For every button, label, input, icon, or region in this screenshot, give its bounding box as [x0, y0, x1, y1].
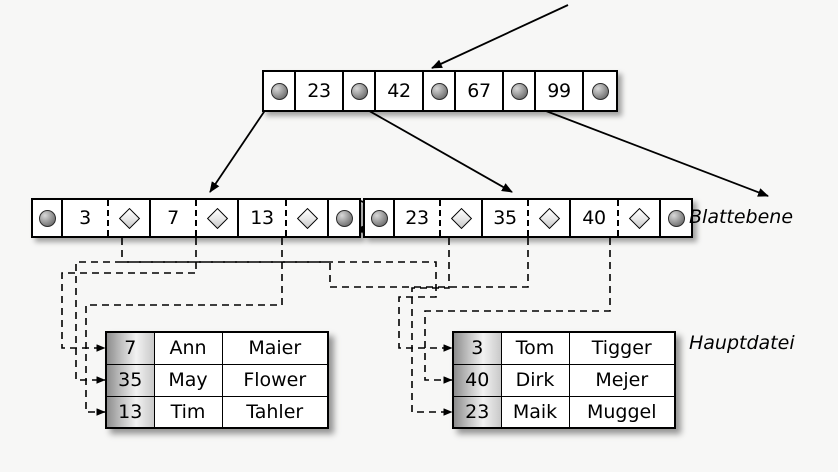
record-pointer-icon [118, 207, 140, 229]
leafL-record-pointer-0[interactable] [109, 200, 151, 236]
pointer-icon [270, 82, 288, 100]
row-last: Tigger [568, 331, 676, 365]
leafL-record-pointer-1[interactable] [197, 200, 239, 236]
row-last: Flower [221, 363, 329, 397]
row-first: Maik [500, 395, 570, 429]
row-first: Ann [153, 331, 223, 365]
caption-hauptdatei: Hauptdatei [689, 332, 795, 354]
root-pointer-1[interactable] [344, 72, 376, 110]
record-pointer-icon [206, 207, 228, 229]
caption-blattebene: Blattebene [689, 206, 794, 228]
row-last: Tahler [221, 395, 329, 429]
table-row[interactable]: 7 Ann Maier [105, 331, 329, 365]
leafR-key-2: 40 [571, 200, 619, 236]
row-first: Tim [153, 395, 223, 429]
leafR-record-pointer-1[interactable] [529, 200, 571, 236]
record-pointer-icon [538, 207, 560, 229]
row-last: Mejer [568, 363, 676, 397]
table-row[interactable]: 3 Tom Tigger [452, 331, 676, 365]
row-key: 40 [452, 363, 502, 397]
leaf-node-right[interactable]: 23 35 40 [363, 198, 693, 238]
pointer-icon [510, 82, 528, 100]
leafL-key-0: 3 [63, 200, 109, 236]
root-pointer-3[interactable] [504, 72, 536, 110]
leafR-next-pointer[interactable] [661, 200, 691, 236]
leaf-node-left[interactable]: 3 7 13 [31, 198, 361, 238]
leafL-next-pointer[interactable] [329, 200, 359, 236]
row-key: 7 [105, 331, 155, 365]
row-key: 35 [105, 363, 155, 397]
row-key: 13 [105, 395, 155, 429]
leafR-key-0: 23 [395, 200, 441, 236]
arrow-into-root [431, 4, 569, 69]
root-key-3: 99 [536, 72, 584, 110]
root-key-1: 42 [376, 72, 424, 110]
record-pointer-icon [296, 207, 318, 229]
pointer-icon [350, 82, 368, 100]
leafL-key-1: 7 [151, 200, 197, 236]
leafL-prev-pointer[interactable] [33, 200, 63, 236]
dashed-leafR-d1-to-row23 [411, 238, 453, 416]
row-first: Dirk [500, 363, 570, 397]
root-key-0: 23 [296, 72, 344, 110]
table-row[interactable]: 40 Dirk Mejer [452, 363, 676, 397]
pointer-icon [370, 209, 388, 227]
leafR-key-1: 35 [483, 200, 529, 236]
leafL-key-2: 13 [239, 200, 287, 236]
hauptdatei-table-left[interactable]: 7 Ann Maier 35 May Flower 13 Tim Tahler [105, 331, 329, 429]
arrow-root-p2-to-right-leaf [349, 99, 513, 193]
root-pointer-0[interactable] [264, 72, 296, 110]
row-last: Maier [221, 331, 329, 365]
pointer-icon [38, 209, 56, 227]
leafR-prev-pointer[interactable] [365, 200, 395, 236]
row-first: Tom [500, 331, 570, 365]
arrow-root-p4-dangling [511, 97, 769, 197]
record-pointer-icon [450, 207, 472, 229]
arrow-root-p1-to-left-leaf [209, 99, 273, 193]
pointer-icon [430, 82, 448, 100]
root-key-2: 67 [456, 72, 504, 110]
root-pointer-2[interactable] [424, 72, 456, 110]
row-first: May [153, 363, 223, 397]
pointer-icon [335, 209, 353, 227]
pointer-icon [591, 82, 609, 100]
hauptdatei-table-right[interactable]: 3 Tom Tigger 40 Dirk Mejer 23 Maik Mugge… [452, 331, 676, 429]
pointer-icon [667, 209, 685, 227]
row-last: Muggel [568, 395, 676, 429]
leafL-record-pointer-2[interactable] [287, 200, 329, 236]
record-pointer-icon [628, 207, 650, 229]
root-pointer-4[interactable] [584, 72, 616, 110]
root-node[interactable]: 23 42 67 99 [262, 70, 618, 112]
row-key: 3 [452, 331, 502, 365]
table-row[interactable]: 35 May Flower [105, 363, 329, 397]
table-row[interactable]: 13 Tim Tahler [105, 395, 329, 429]
table-row[interactable]: 23 Maik Muggel [452, 395, 676, 429]
row-key: 23 [452, 395, 502, 429]
leafR-record-pointer-0[interactable] [441, 200, 483, 236]
leafR-record-pointer-2[interactable] [619, 200, 661, 236]
